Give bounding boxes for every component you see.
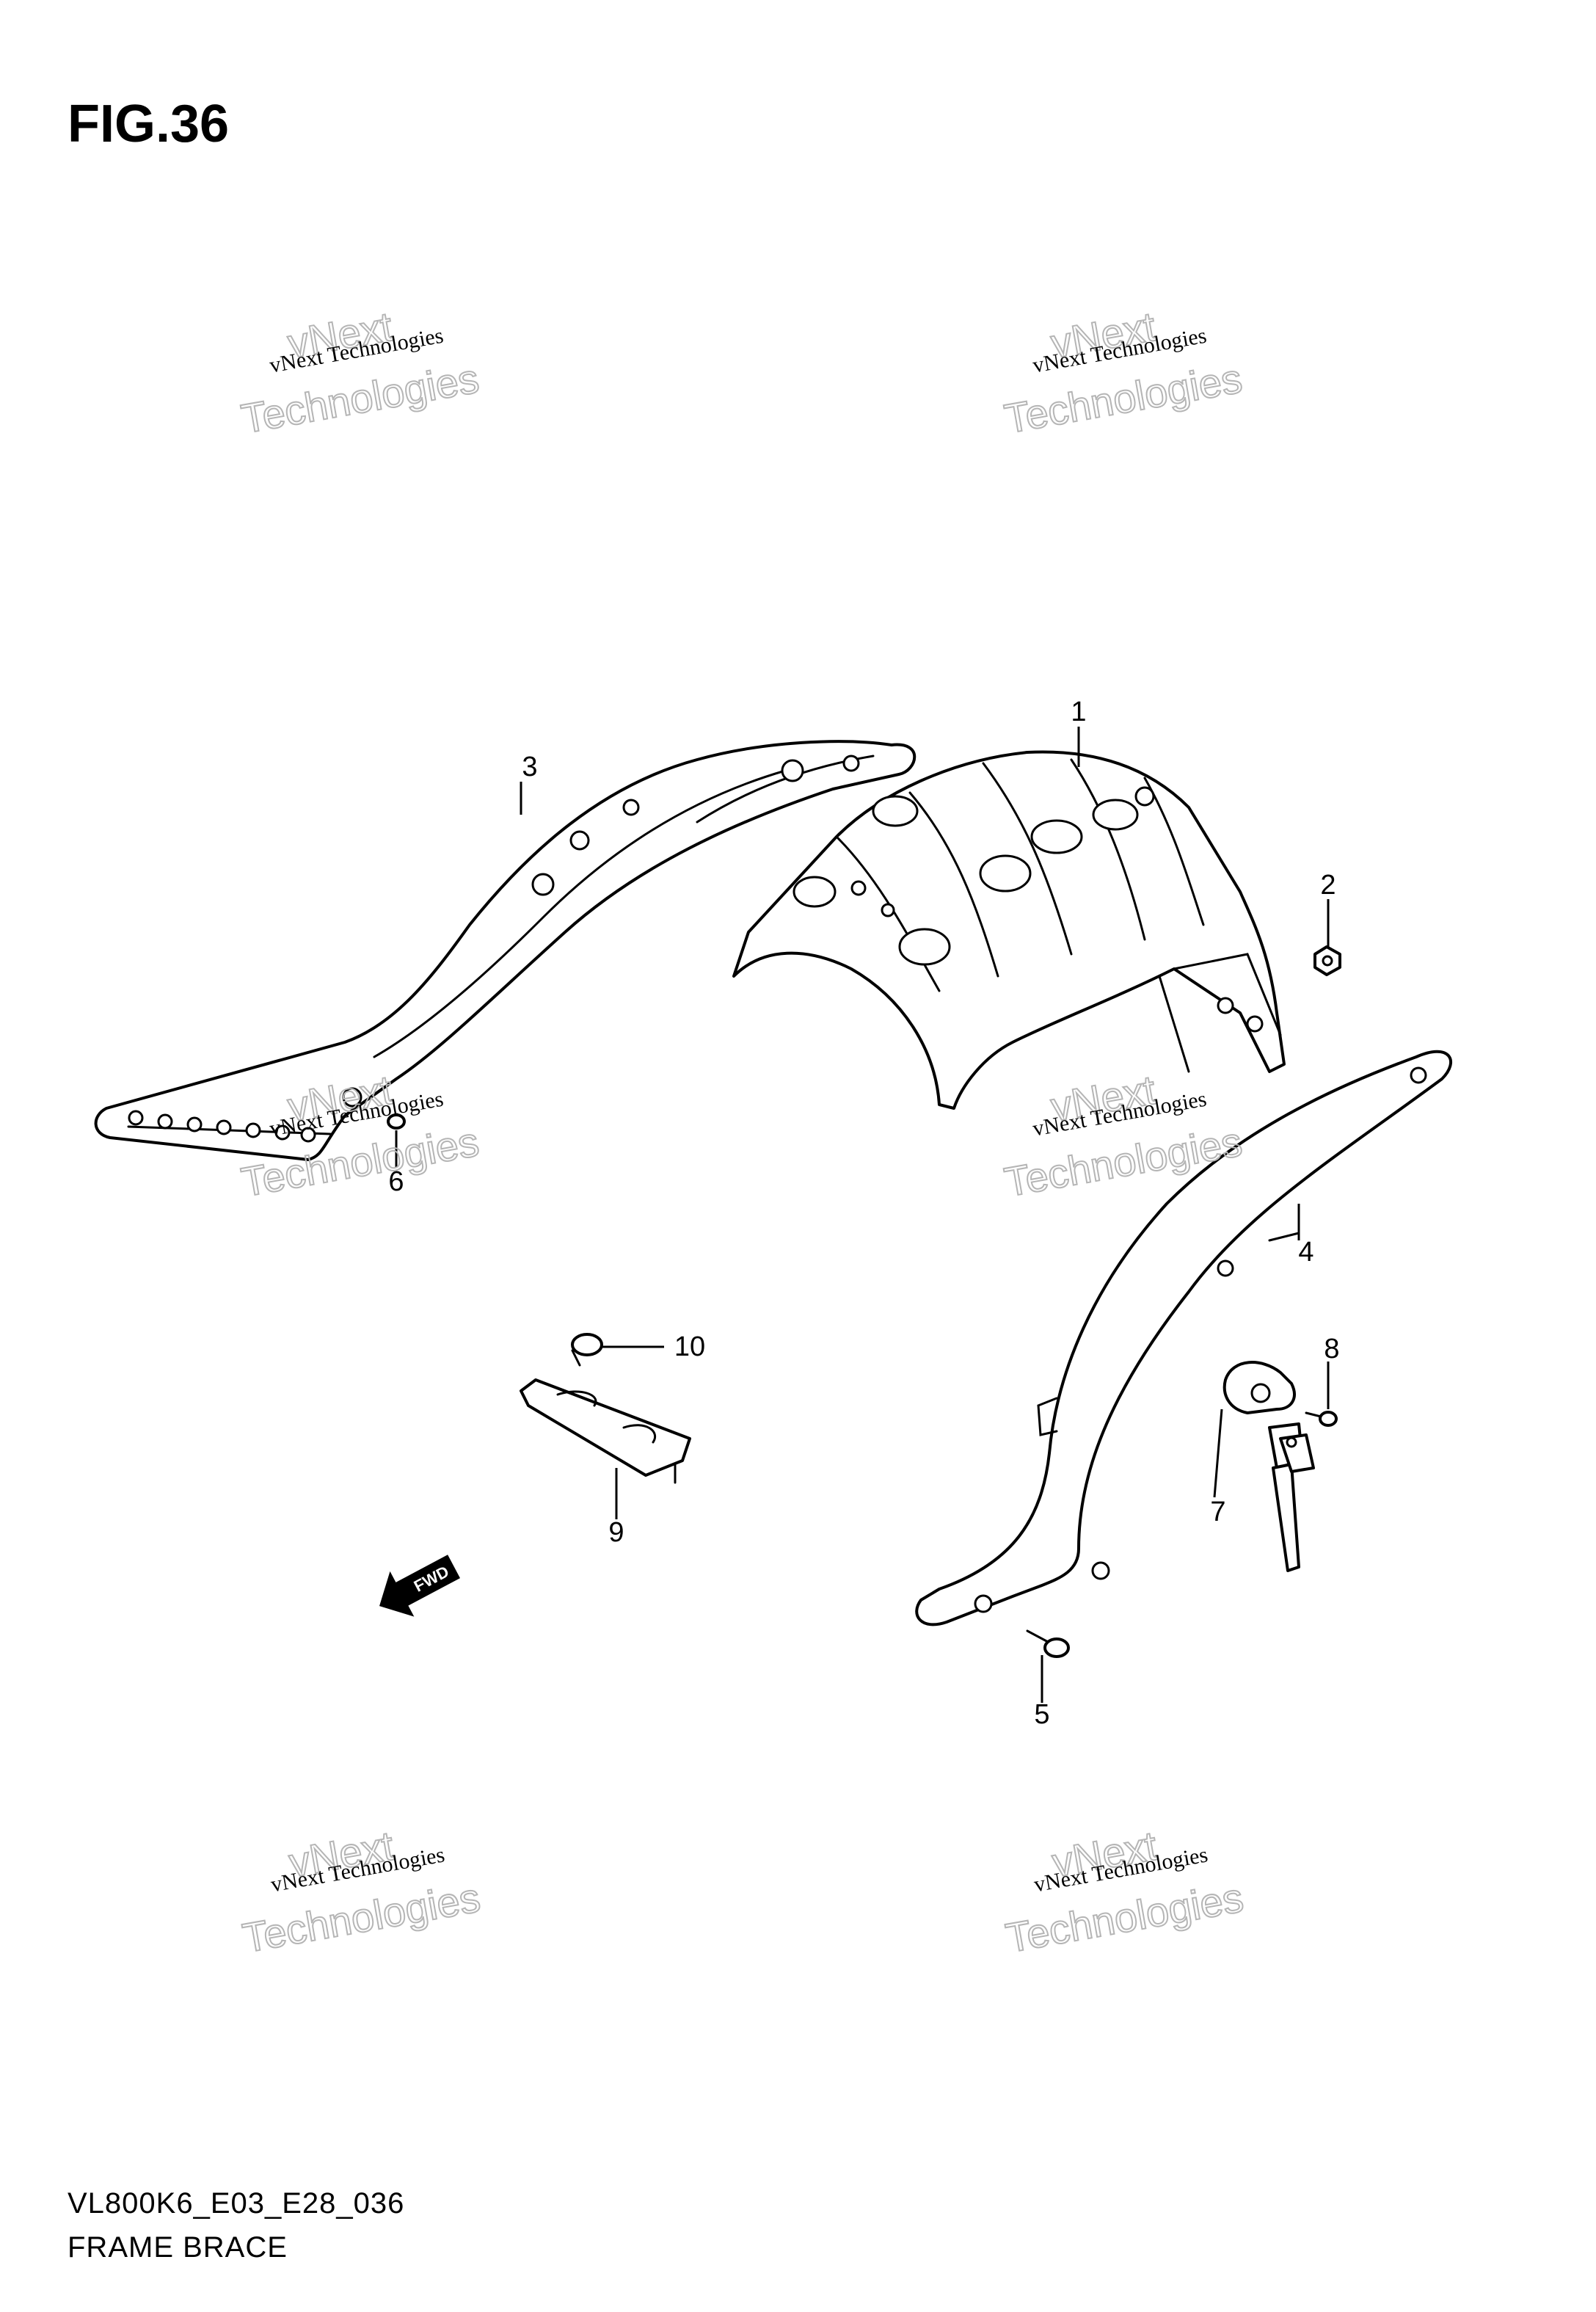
- part-7-lock-set: [1222, 1361, 1315, 1572]
- leader-lines: [395, 727, 1330, 1703]
- watermark-top-right: Technologies vNext vNext Technologies: [1000, 302, 1246, 443]
- figure-code: VL800K6_E03_E28_036: [68, 2187, 405, 2220]
- part-2-nut: [1313, 945, 1341, 976]
- callout-8: 8: [1324, 1334, 1339, 1364]
- watermark-top-left: Technologies vNext vNext Technologies: [237, 302, 483, 443]
- part-1-fender-cover: [732, 750, 1286, 1110]
- figure-title: FIG.36: [68, 95, 230, 153]
- callout-9: 9: [608, 1517, 624, 1548]
- callout-4: 4: [1298, 1237, 1313, 1268]
- part-10-screw: [571, 1333, 603, 1367]
- callout-6: 6: [388, 1166, 404, 1197]
- callout-10: 10: [674, 1331, 705, 1362]
- part-3-left-brace: [94, 740, 917, 1161]
- part-5-bolt: [1026, 1629, 1070, 1658]
- part-8-screw: [1305, 1411, 1338, 1427]
- callout-1: 1: [1071, 697, 1086, 727]
- watermark-bottom-right: Technologies vNext vNext Technologies: [1002, 1822, 1247, 1963]
- watermark-bottom-left: Technologies vNext vNext Technologies: [238, 1822, 484, 1963]
- callout-7: 7: [1210, 1497, 1225, 1527]
- callout-2: 2: [1320, 870, 1336, 901]
- part-6-bolt: [387, 1113, 406, 1130]
- callout-3: 3: [522, 752, 537, 782]
- figure-caption: FRAME BRACE: [68, 2231, 288, 2264]
- callout-5: 5: [1034, 1699, 1049, 1730]
- watermarks: Technologies vNext vNext Technologies Te…: [237, 302, 1247, 1963]
- part-4-right-brace: [915, 1050, 1452, 1626]
- part-9-plate: [520, 1378, 691, 1484]
- callout-labels: 1 2 3 4 5 6 7 8 9 10: [388, 697, 1339, 1730]
- forward-arrow-icon: FWD: [379, 1555, 461, 1617]
